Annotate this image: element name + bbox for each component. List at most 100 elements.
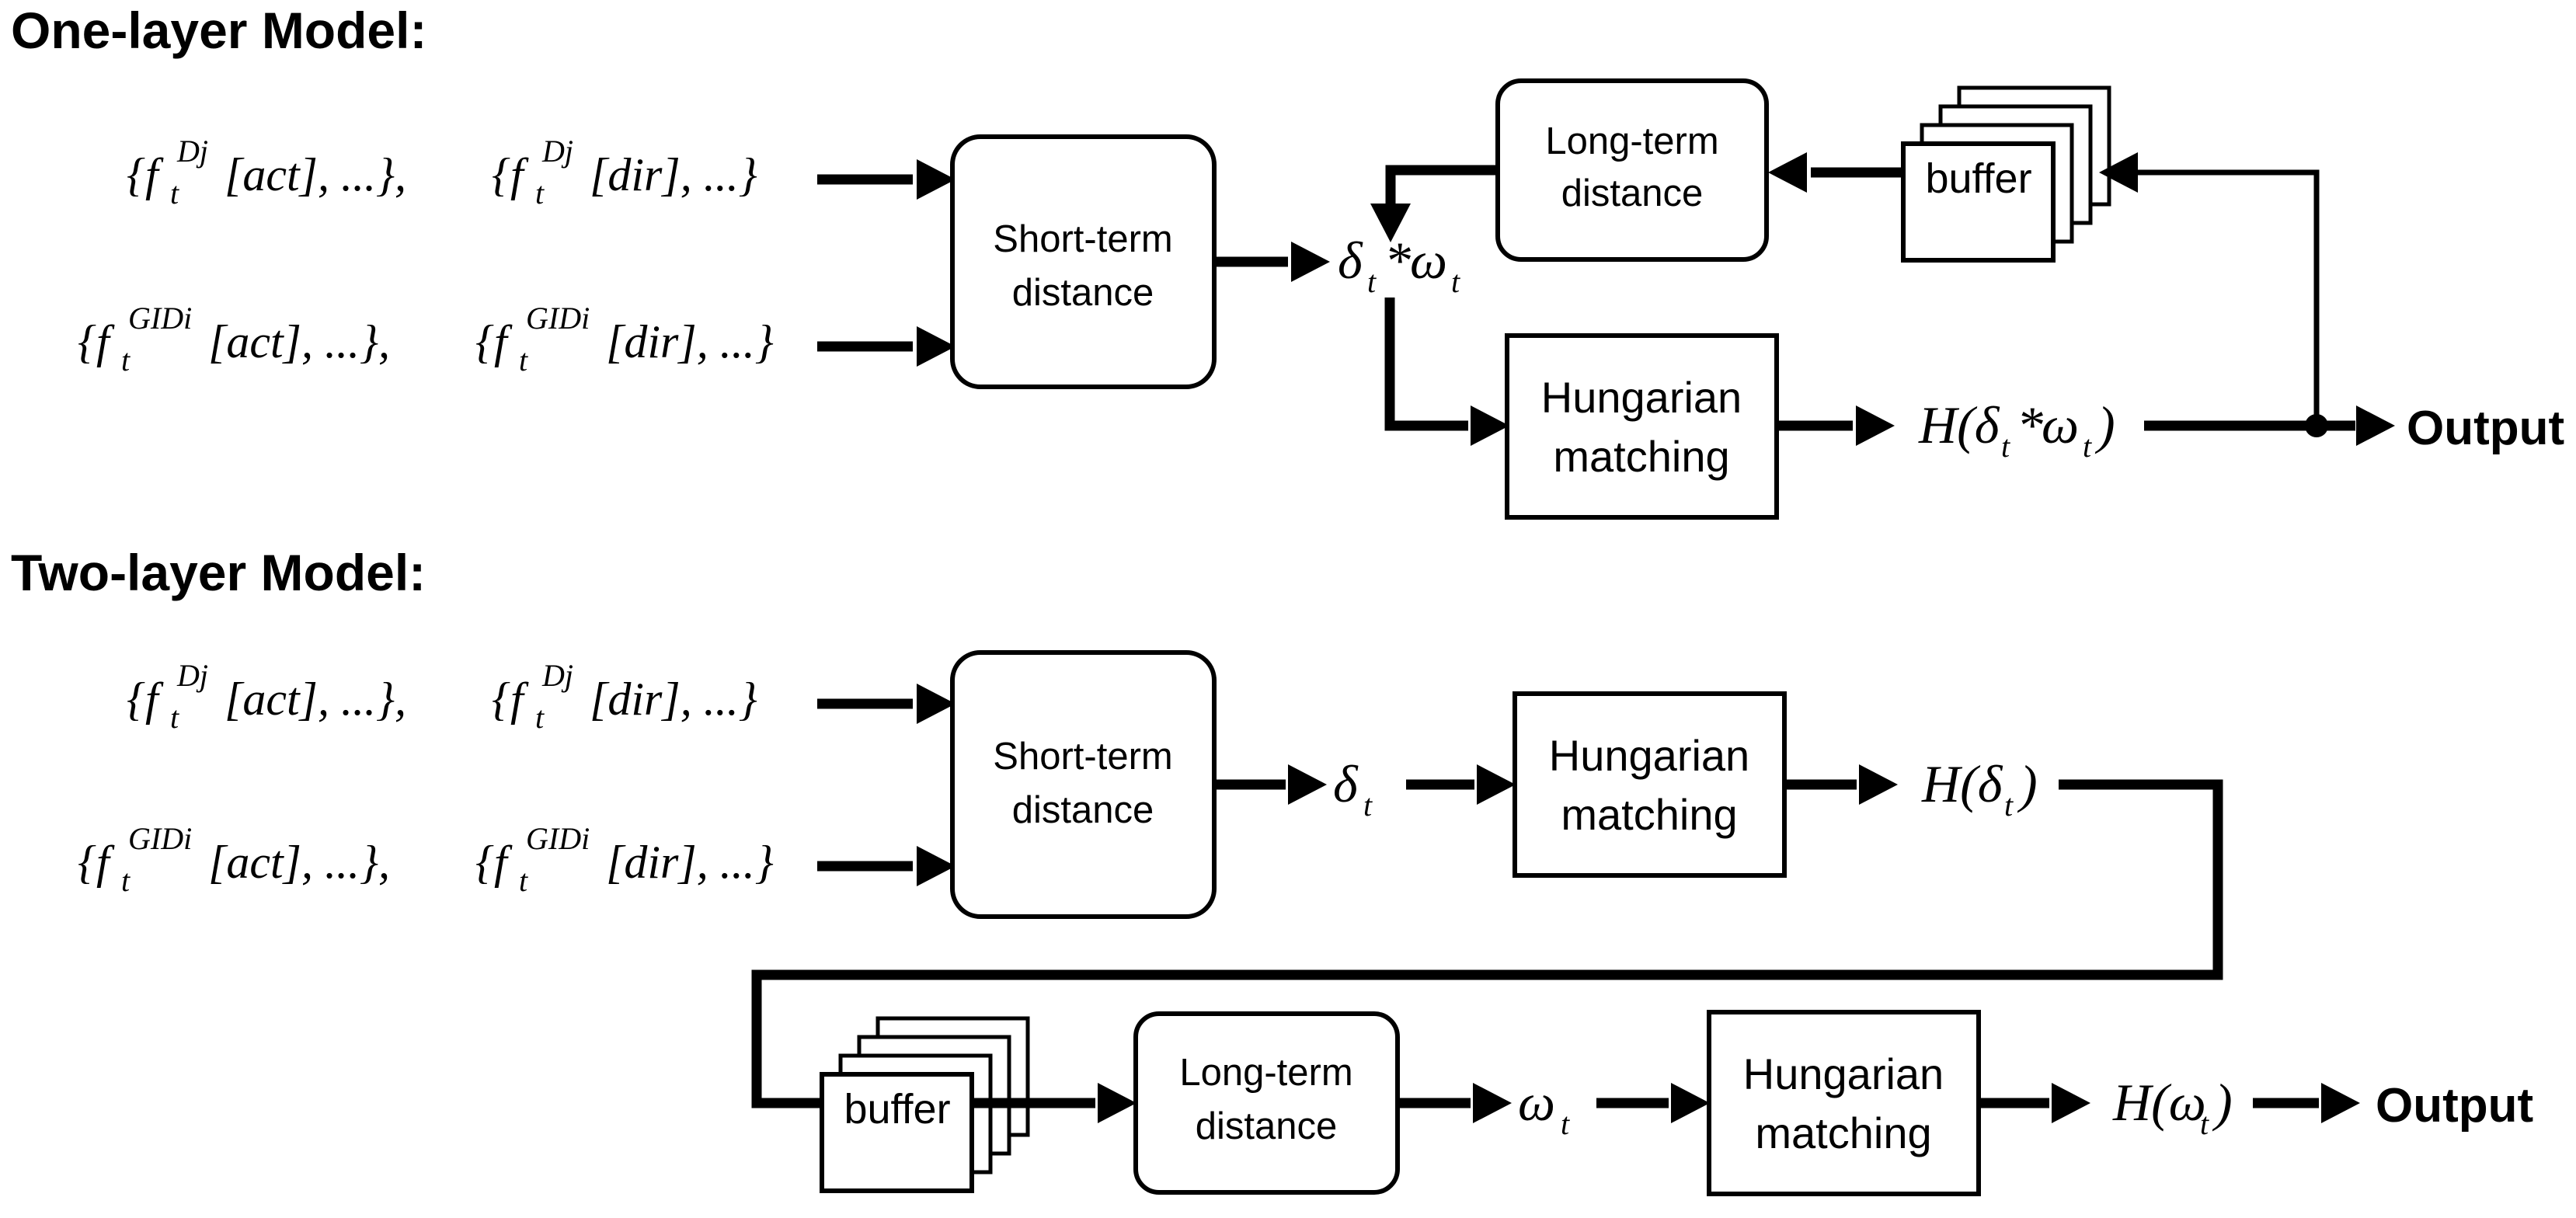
h-delta-tail: )	[2017, 754, 2038, 813]
arrow-buffer-to-long-term-one-layer	[1768, 152, 1904, 193]
input-dj-sup-1: Dj	[176, 134, 208, 169]
input-dj-sup-2: Dj	[541, 134, 573, 169]
h-delta-omega-omega: ω	[2042, 395, 2079, 454]
input2-gidi-sub-2: t	[519, 863, 528, 898]
input-gidi-sup-1: GIDi	[128, 301, 192, 336]
delta-omega-omega: ω	[1410, 231, 1447, 290]
long-term-label-line1-two-layer: Long-term	[1179, 1052, 1352, 1094]
input2-dj-sup-2: Dj	[541, 658, 573, 693]
long-term-label-line2-two-layer: distance	[1196, 1105, 1338, 1147]
delta-two-layer-sub: t	[1363, 788, 1373, 823]
input-dj-base-2: {f	[492, 149, 529, 200]
input-gidi-sub-2: t	[519, 343, 528, 378]
section-title-two-layer: Two-layer Model:	[11, 544, 426, 601]
arrow-input2-gidi-to-short-term	[817, 846, 956, 886]
h-omega-tail: )	[2212, 1073, 2233, 1132]
hungarian-bottom-box-shape	[1707, 1010, 1981, 1196]
signal-omega-two-layer: ω t	[1518, 1073, 1570, 1141]
node-long-term-distance-two-layer[interactable]: Long-term distance	[1133, 1011, 1400, 1195]
arrow-h-omega-to-output	[2253, 1083, 2360, 1123]
arrow-hungarian-to-h-delta-omega	[1777, 405, 1895, 446]
h-omega-sub: t	[2200, 1106, 2209, 1141]
arrow-short-term-to-delta-two-layer	[1214, 764, 1327, 805]
input2-dj-sub-2: t	[535, 700, 545, 735]
h-omega-head: H(ω	[2112, 1073, 2206, 1132]
node-buffer-one-layer[interactable]: buffer	[1901, 85, 2111, 263]
input-expression-one-layer-dj: {f t Dj [act], ...}, {f t Dj [dir], ...}	[127, 134, 757, 211]
delta-omega-omega-sub: t	[1451, 264, 1460, 299]
h-delta-omega-sub2: t	[2083, 429, 2092, 464]
feedback-line-output-to-buffer	[2099, 152, 2328, 437]
signal-h-delta-omega: H(δ t * ω t )	[1918, 395, 2115, 464]
delta-omega-delta-sub: t	[1367, 264, 1377, 299]
input-expression-one-layer-gidi: {f t GIDi [act], ...}, {f t GIDi [dir], …	[78, 301, 774, 378]
h-delta-omega-sub1: t	[2001, 429, 2010, 464]
buffer-stack-layer-1	[1901, 141, 2056, 263]
arrow-delta-to-hungarian-top	[1406, 764, 1516, 805]
input2-dj-base-1: {f	[127, 673, 164, 725]
arrow-omega-to-hungarian-bottom	[1596, 1083, 1710, 1123]
input-gidi-base-2: {f	[475, 316, 513, 367]
h-delta-sub: t	[2004, 788, 2014, 823]
delta-omega-op: *	[1384, 231, 1411, 290]
output-label-two-layer: Output	[2376, 1079, 2533, 1133]
input-gidi-tail-2: [dir], ...}	[606, 316, 774, 367]
long-term-box-shape-two-layer	[1133, 1011, 1400, 1195]
input-dj-sub-2: t	[535, 176, 545, 211]
input2-dj-base-2: {f	[492, 673, 529, 725]
short-term-label-line2-two-layer: distance	[1012, 789, 1154, 831]
node-hungarian-matching-one-layer[interactable]: Hungarian matching	[1505, 333, 1779, 520]
node-hungarian-matching-two-layer-bottom[interactable]: Hungarian matching	[1707, 1010, 1981, 1196]
input-dj-base-1: {f	[127, 149, 164, 200]
input-gidi-sup-2: GIDi	[526, 301, 590, 336]
long-term-label-line1: Long-term	[1545, 120, 1718, 162]
input-gidi-sub-1: t	[121, 343, 131, 378]
short-term-label-line1-two-layer: Short-term	[993, 736, 1172, 778]
arrow-delta-omega-to-hungarian	[1384, 298, 1509, 446]
buffer2-stack-layer-1	[820, 1072, 974, 1193]
hungarian-top-label-line2: matching	[1561, 790, 1737, 839]
arrow-h-to-output-one-layer	[2144, 405, 2395, 446]
hungarian-label-line1-one-layer: Hungarian	[1541, 373, 1742, 422]
signal-delta-two-layer: δ t	[1333, 754, 1373, 823]
buffer-label-one-layer: buffer	[1925, 155, 2031, 202]
h-delta-omega-tail: )	[2094, 395, 2115, 454]
node-short-term-distance-two-layer[interactable]: Short-term distance	[950, 650, 1217, 919]
arrow-input-dj-to-short-term	[817, 159, 956, 200]
node-short-term-distance-one-layer[interactable]: Short-term distance	[950, 134, 1217, 389]
input2-gidi-sup-1: GIDi	[128, 821, 192, 856]
hungarian-box-shape-one-layer	[1505, 333, 1779, 520]
input2-dj-sub-1: t	[170, 700, 179, 735]
arrow-input2-dj-to-short-term	[817, 684, 956, 724]
arrow-short-term-to-delta-omega	[1214, 242, 1330, 282]
signal-delta-times-omega: δ t * ω t	[1338, 231, 1460, 299]
input-expression-two-layer-dj: {f t Dj [act], ...}, {f t Dj [dir], ...}	[127, 658, 757, 735]
node-hungarian-matching-two-layer-top[interactable]: Hungarian matching	[1513, 691, 1787, 878]
input2-dj-tail-1: [act], ...},	[225, 673, 406, 725]
node-buffer-two-layer[interactable]: buffer	[820, 1016, 1030, 1193]
input-dj-tail-2: [dir], ...}	[590, 149, 757, 200]
short-term-label-line2: distance	[1012, 272, 1154, 314]
h-delta-omega-head: H(δ	[1918, 395, 2000, 454]
hungarian-bottom-label-line2: matching	[1755, 1108, 1931, 1157]
node-long-term-distance-one-layer[interactable]: Long-term distance	[1495, 78, 1769, 262]
arrow-buffer-to-long-term-two-layer	[972, 1083, 1137, 1123]
short-term-box-shape-two-layer	[950, 650, 1217, 919]
long-term-label-line2: distance	[1561, 172, 1704, 214]
delta-two-layer-base: δ	[1333, 754, 1359, 813]
h-delta-omega-op: *	[2017, 395, 2043, 454]
hungarian-top-box-shape	[1513, 691, 1787, 878]
h-delta-head: H(δ	[1921, 754, 2003, 813]
section-title-one-layer: One-layer Model:	[11, 2, 426, 59]
input-dj-tail-1: [act], ...},	[225, 149, 406, 200]
input2-gidi-sub-1: t	[121, 863, 131, 898]
input2-gidi-tail-2: [dir], ...}	[606, 837, 774, 888]
input-dj-sub-1: t	[170, 176, 179, 211]
arrow-hungarian-top-to-h-delta	[1784, 764, 1898, 805]
input2-dj-tail-2: [dir], ...}	[590, 673, 757, 725]
signal-h-delta-two-layer: H(δ t )	[1921, 754, 2038, 823]
long-term-box-shape	[1495, 78, 1769, 262]
short-term-box-shape	[950, 134, 1217, 389]
